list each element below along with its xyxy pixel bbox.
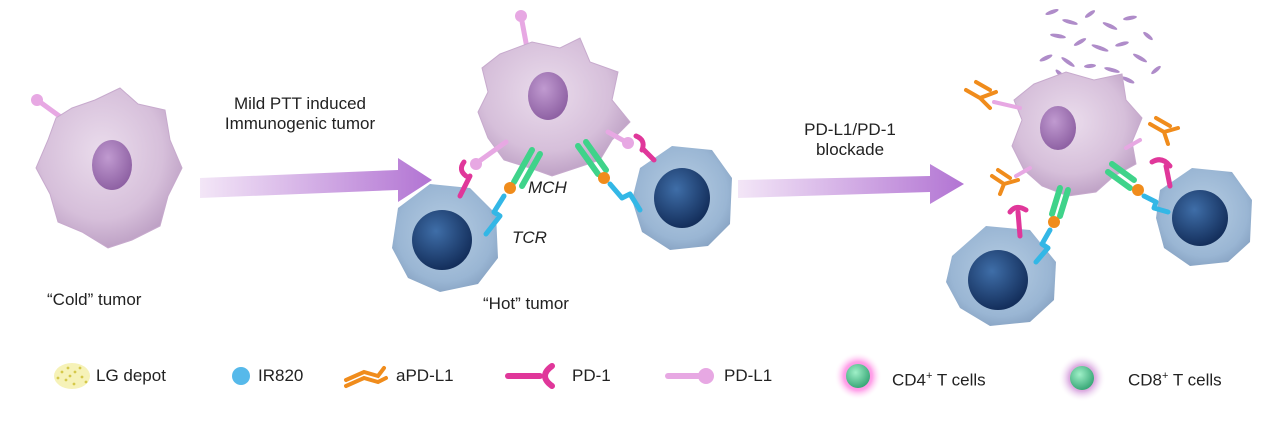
hot-tumor-cell (477, 10, 631, 177)
legend-cd8-sup: + (1162, 370, 1169, 382)
legend-pd1: PD-1 (572, 366, 611, 385)
legend-cd4-sup: + (926, 370, 933, 382)
arrow-blockade-line1: PD-L1/PD-1 (804, 120, 896, 139)
t-cell-right (632, 146, 732, 250)
tcr-label: TCR (512, 228, 547, 247)
tumor-nucleus (92, 140, 132, 190)
blockade-receptors (964, 80, 1180, 265)
cd8-tcell-icon (1058, 354, 1106, 402)
cold-tumor-label: “Cold” tumor (47, 290, 142, 309)
legend-lg-depot: LG depot (96, 366, 166, 385)
legend-cd8-suffix: T cells (1168, 370, 1222, 390)
tumor-body (1011, 71, 1143, 197)
hot-receptors (457, 129, 657, 237)
legend-cd4-prefix: CD4 (892, 370, 927, 390)
tumor-nucleus (528, 72, 568, 120)
legend-cd4-suffix: T cells (932, 370, 986, 390)
cold-tumor-cell (31, 87, 183, 249)
legend-cd8: CD8+ T cells (1128, 366, 1222, 391)
legend-ir820: IR820 (258, 366, 304, 385)
lg-depot-icon (54, 363, 90, 389)
ir820-icon (232, 367, 250, 385)
pd1-icon (505, 363, 555, 389)
legend-icons (54, 352, 1106, 402)
apdl1-icon (344, 366, 388, 388)
legend-apdl1: aPD-L1 (396, 366, 454, 385)
pdl1-stem (37, 99, 65, 121)
arrow-ptt-line1: Mild PTT induced (234, 94, 366, 113)
arrow-blockade-shape (738, 164, 964, 204)
arrow-ptt-line2: Immunogenic tumor (224, 114, 376, 133)
pdl1-head (31, 94, 43, 106)
legend-pdl1: PD-L1 (724, 366, 773, 385)
t-cell-bottom-left (946, 226, 1056, 326)
arrow-blockade-line2: blockade (815, 140, 885, 159)
arrow-blockade-caption: PD-L1/PD-1 blockade (760, 120, 940, 160)
pdl1-icon (665, 368, 714, 384)
arrow-ptt (200, 158, 432, 202)
hot-tumor-label: “Hot” tumor (483, 294, 569, 313)
arrow-ptt-caption: Mild PTT induced Immunogenic tumor (190, 94, 410, 134)
dying-tumor-cell (1011, 71, 1143, 197)
mch-label: MCH (528, 178, 567, 197)
legend-cd4: CD4+ T cells (892, 366, 986, 391)
t-cell-right-side (1156, 168, 1252, 266)
arrow-ptt-shape (200, 158, 432, 202)
tumor-nucleus (1040, 106, 1076, 150)
legend-cd8-prefix: CD8 (1128, 370, 1163, 390)
arrow-blockade (738, 164, 964, 204)
t-cell-left (392, 184, 498, 292)
cd4-tcell-icon (834, 352, 882, 400)
